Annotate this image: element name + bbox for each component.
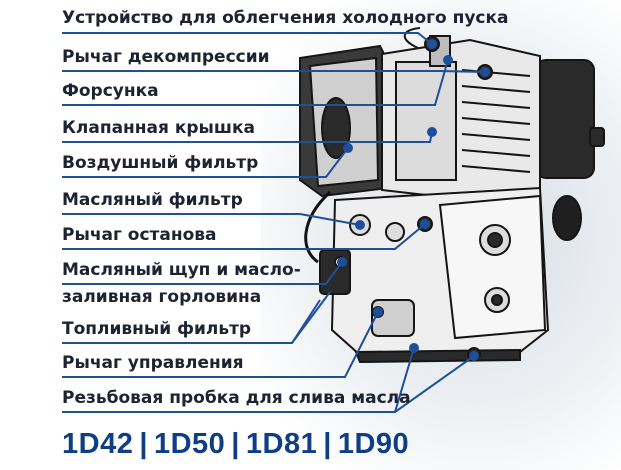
label-dipstick-line2: заливная горловина [62,287,262,307]
model-title: 1D42|1D50|1D81|1D90 [62,428,409,461]
label-fuel-filter: Топливный фильтр [62,319,252,339]
model-separator: | [231,428,240,460]
model-separator: | [139,428,148,460]
label-control-lever: Рычаг управления [62,353,244,373]
label-injector: Форсунка [62,81,159,101]
model-1: 1D42 [62,428,134,460]
label-valve-cover: Клапанная крышка [62,118,255,138]
model-3: 1D81 [245,428,318,460]
label-dipstick-line1: Масляный щуп и масло- [62,260,301,280]
label-stop-lever: Рычаг останова [62,225,217,245]
model-4: 1D90 [337,428,410,460]
engine-illustration [299,27,605,364]
label-air-filter: Воздушный фильтр [62,153,259,173]
model-separator: | [323,428,332,460]
label-decompression-lever: Рычаг декомпрессии [62,47,270,67]
leader-lines [62,32,490,413]
label-oil-drain-plug: Резьбовая пробка для слива масла [62,388,411,408]
model-2: 1D50 [153,428,226,460]
label-oil-filter: Масляный фильтр [62,190,243,210]
label-cold-start-device: Устройство для облегчения холодного пуск… [62,8,509,28]
